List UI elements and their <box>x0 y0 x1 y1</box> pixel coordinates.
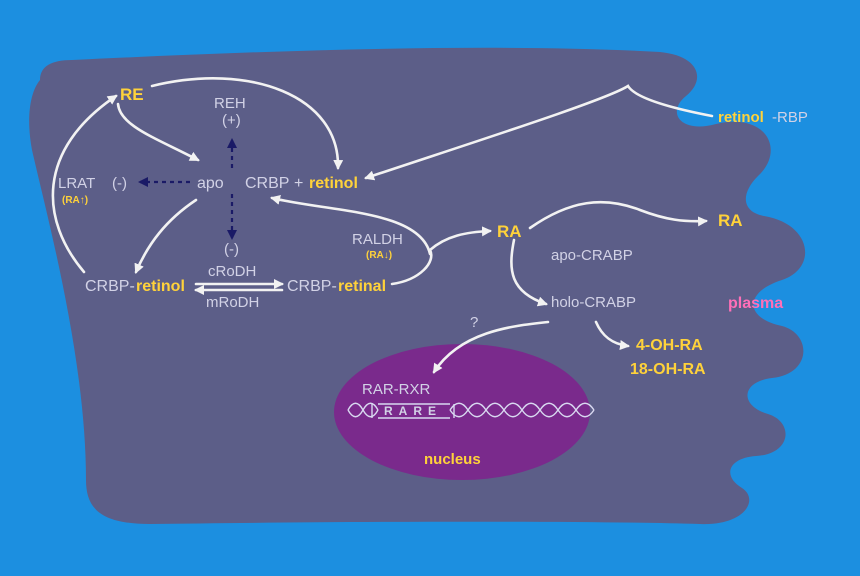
crbp-retinol-prefix: CRBP- <box>85 278 135 295</box>
retinol-rbp-suffix: -RBP <box>772 109 808 126</box>
plasma-label: plasma <box>728 295 784 312</box>
reh-label: REH <box>214 95 246 112</box>
rar-rxr-label: RAR-RXR <box>362 381 431 398</box>
arrow-re-to-apo <box>116 102 200 162</box>
raldh-note: (RA↓) <box>366 250 393 261</box>
arrow-apo-to-crbp-retinol <box>134 198 198 274</box>
arrow-re-to-retinol <box>150 77 344 170</box>
arrow-retinal-to-ra <box>390 226 492 286</box>
dna-helix <box>347 402 595 419</box>
holo-crabp-label: holo-CRABP <box>551 294 637 311</box>
crbp-top-label: CRBP <box>245 175 290 192</box>
oh4-ra-label: 4-OH-RA <box>636 337 703 354</box>
reh-sign: (+) <box>222 112 241 129</box>
cell-membrane <box>29 47 806 525</box>
lrat-label: LRAT <box>58 175 96 192</box>
apo-label: apo <box>197 175 224 192</box>
unknown-step-mark: ? <box>470 314 479 331</box>
pathway-arrows <box>51 77 714 374</box>
re-label: RE <box>120 85 144 104</box>
crbp-retinol-retinol: retinol <box>136 278 185 295</box>
arrow-ra-to-holo-crabp <box>510 238 548 307</box>
nucleus-ellipse <box>334 344 590 480</box>
arrow-ra-to-ra-out <box>528 200 708 230</box>
raldh-label: RALDH <box>352 231 403 248</box>
regulation-arrows <box>138 138 237 240</box>
apo-crabp-label: apo-CRABP <box>551 247 633 264</box>
rodh-sign: (-) <box>224 241 239 258</box>
arrow-crbp-retinal-to-apo <box>270 195 432 256</box>
ra-intracellular: RA <box>497 222 522 241</box>
lrat-sign: (-) <box>112 175 127 192</box>
arrow-retinol-rbp-to-retinol <box>364 84 714 181</box>
retinol-top-label: retinol <box>309 175 358 192</box>
oh18-ra-label: 18-OH-RA <box>630 361 706 378</box>
retinol-rbp-retinol: retinol <box>718 109 764 126</box>
mrodh-label: mRoDH <box>206 294 260 311</box>
ra-extracellular: RA <box>718 211 743 230</box>
crbp-retinal-prefix: CRBP- <box>287 278 337 295</box>
crbp-retinal-retinal: retinal <box>338 278 387 295</box>
plus-sign: + <box>294 175 304 192</box>
arrow-holo-crabp-to-nucleus <box>432 320 550 374</box>
nucleus-label: nucleus <box>424 451 481 468</box>
arrow-crbp-retinol-to-re <box>51 94 118 274</box>
crodh-label: cRoDH <box>208 263 257 280</box>
lrat-note: (RA↑) <box>62 195 89 206</box>
arrow-holo-crabp-to-oh-ra <box>594 320 630 350</box>
rare-label: RARE <box>384 404 443 418</box>
